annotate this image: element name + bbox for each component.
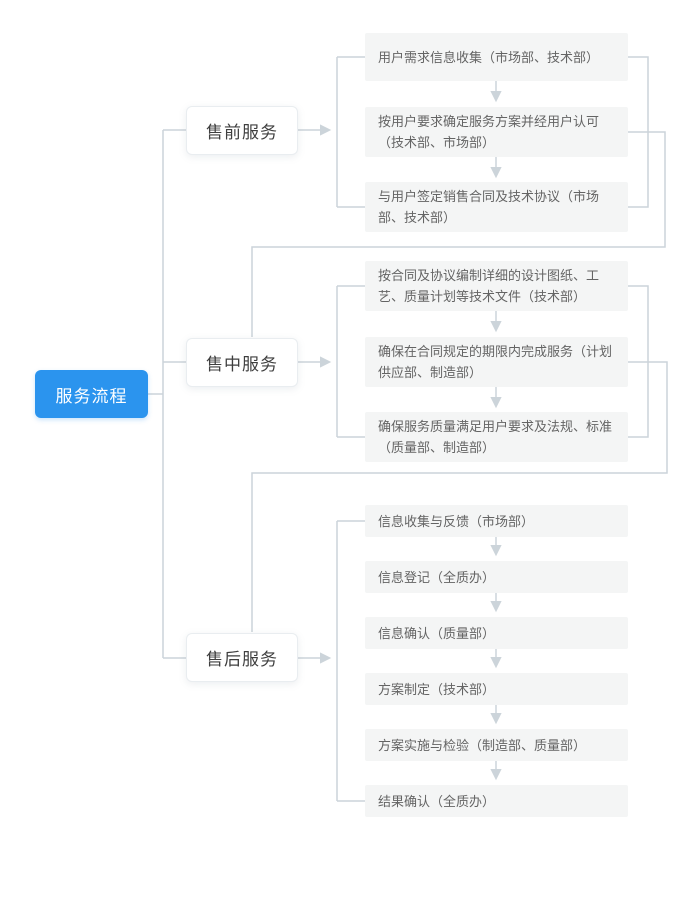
root-branch-line bbox=[148, 129, 186, 659]
step-aftersale-1: 信息收集与反馈（市场部） bbox=[365, 505, 628, 537]
step-midsale-3: 确保服务质量满足用户要求及法规、标准（质量部、制造部） bbox=[365, 412, 628, 462]
bracket-left-group3 bbox=[336, 520, 365, 802]
step-aftersale-6: 结果确认（全质办） bbox=[365, 785, 628, 817]
category-node-midsale: 售中服务 bbox=[186, 338, 298, 387]
step-aftersale-3: 信息确认（质量部） bbox=[365, 617, 628, 649]
category-label: 售中服务 bbox=[206, 355, 278, 374]
root-node-label: 服务流程 bbox=[55, 386, 128, 406]
bracket-left-group1 bbox=[336, 56, 365, 208]
step-presale-2: 按用户要求确定服务方案并经用户认可（技术部、市场部） bbox=[365, 107, 628, 157]
step-aftersale-4: 方案制定（技术部） bbox=[365, 673, 628, 705]
category-label: 售后服务 bbox=[206, 650, 278, 669]
bracket-left-group2 bbox=[336, 285, 365, 438]
step-aftersale-2: 信息登记（全质办） bbox=[365, 561, 628, 593]
step-aftersale-5: 方案实施与检验（制造部、质量部） bbox=[365, 729, 628, 761]
root-node: 服务流程 bbox=[35, 370, 148, 418]
step-presale-1: 用户需求信息收集（市场部、技术部） bbox=[365, 33, 628, 81]
step-midsale-2: 确保在合同规定的期限内完成服务（计划供应部、制造部） bbox=[365, 337, 628, 387]
category-node-aftersale: 售后服务 bbox=[186, 633, 298, 682]
step-presale-3: 与用户签定销售合同及技术协议（市场部、技术部） bbox=[365, 182, 628, 232]
category-node-presale: 售前服务 bbox=[186, 106, 298, 155]
category-label: 售前服务 bbox=[206, 123, 278, 142]
bracket-right-group1 bbox=[628, 56, 649, 208]
step-midsale-1: 按合同及协议编制详细的设计图纸、工艺、质量计划等技术文件（技术部） bbox=[365, 261, 628, 311]
bracket-right-group2 bbox=[628, 285, 649, 438]
